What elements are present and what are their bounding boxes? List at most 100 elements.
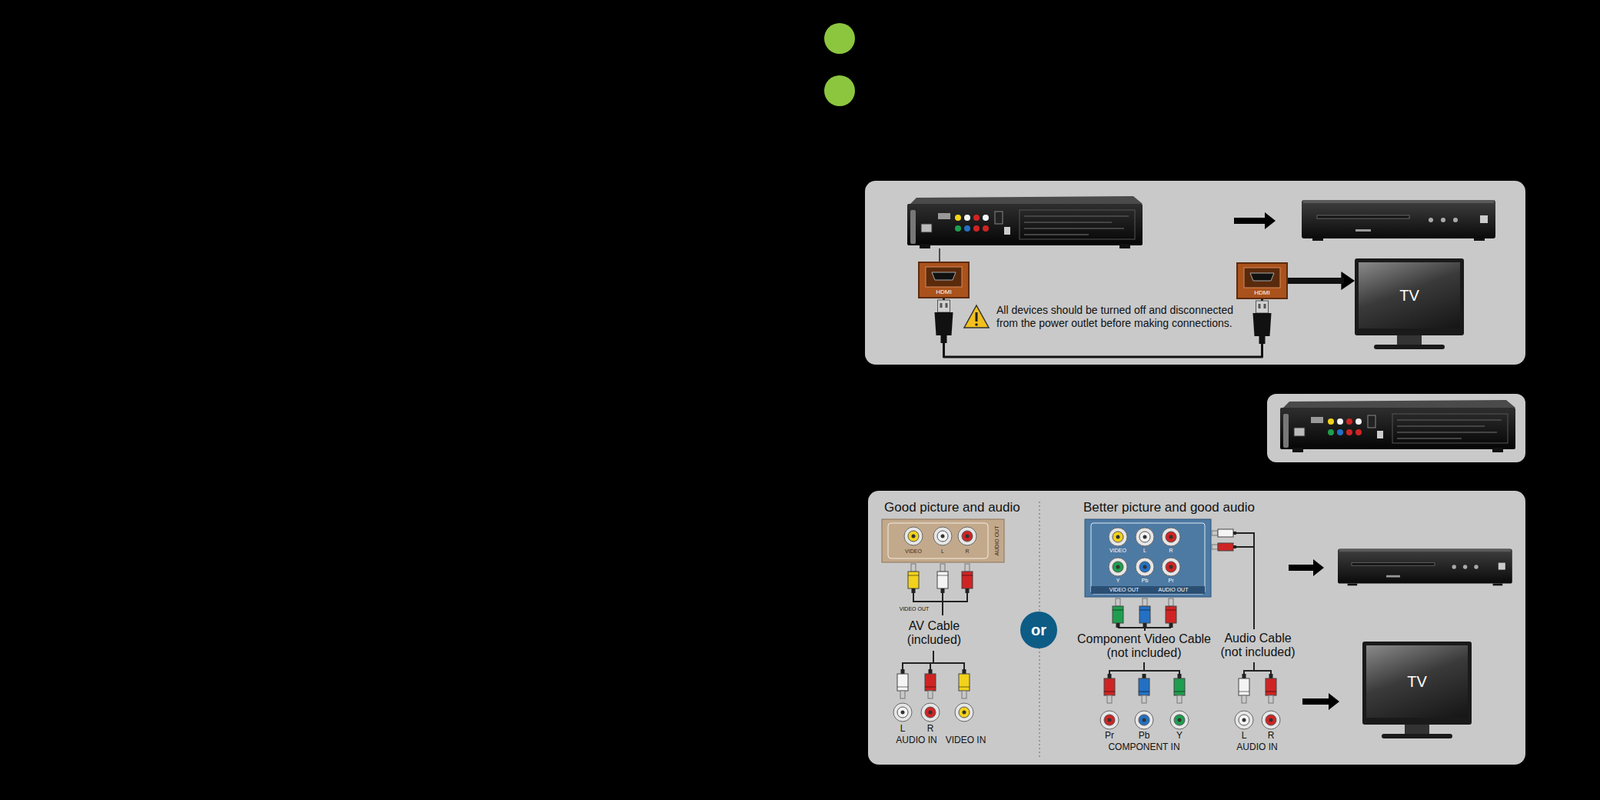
port-label: L xyxy=(1241,730,1248,741)
av-output-panel xyxy=(881,518,1005,563)
port-label: R xyxy=(1267,730,1275,741)
analog-panel xyxy=(924,668,936,699)
analog-panel xyxy=(1100,710,1119,729)
tv-stand xyxy=(1404,724,1430,734)
hdmi-port: HDMI xyxy=(918,261,970,299)
component-output-panel xyxy=(1161,557,1181,576)
warning-icon xyxy=(975,312,978,322)
analog-panel xyxy=(1134,710,1154,729)
caption-text: Component Video Cable (not included) xyxy=(1070,632,1218,660)
tv-stand xyxy=(1373,344,1445,350)
step-bullets xyxy=(824,23,855,54)
connection-panel: All devices should be turned off and dis… xyxy=(864,180,1526,365)
analog-panel xyxy=(1265,673,1277,703)
tv-stand xyxy=(1381,724,1453,739)
analog-panel xyxy=(1139,598,1151,628)
hdmi-plug xyxy=(1264,303,1267,309)
or-badge: or xyxy=(1020,611,1058,649)
analog-panel xyxy=(897,668,909,699)
analog-panel xyxy=(1211,542,1237,551)
port-label: R xyxy=(927,723,935,734)
av-output-panel xyxy=(958,526,977,546)
caption-text: AV Cable (included) xyxy=(898,618,970,647)
port-label: COMPONENT IN xyxy=(1107,741,1180,752)
or-label: or xyxy=(1031,621,1047,639)
audio-cable xyxy=(1236,532,1255,629)
connector-line xyxy=(944,298,1263,357)
analog-panel xyxy=(1238,673,1250,703)
port-label: Y xyxy=(1176,730,1183,741)
port-label: VIDEO IN xyxy=(945,735,987,746)
component-output-panel xyxy=(1135,527,1155,546)
caption-text: Audio Cable (not included) xyxy=(1214,631,1301,659)
arrow xyxy=(1288,558,1324,576)
analog-panel xyxy=(1104,673,1115,703)
arrow xyxy=(1302,692,1340,710)
hdmi-socket xyxy=(1244,267,1281,288)
audio-cable xyxy=(1244,661,1271,674)
hdmi-socket xyxy=(925,266,962,287)
analog-panel xyxy=(1170,710,1189,729)
connector-line xyxy=(1287,277,1344,284)
step-bullets xyxy=(824,75,855,107)
tv-stand xyxy=(1373,335,1445,350)
port-label: VIDEO xyxy=(1109,547,1127,554)
av-cable xyxy=(902,650,965,669)
port-label: Pb xyxy=(1141,577,1149,584)
analog-panel xyxy=(1165,598,1177,628)
warning-icon xyxy=(964,305,989,328)
hdmi-plug xyxy=(934,299,954,343)
hdmi-illustration xyxy=(938,248,941,263)
port-label: Y xyxy=(1116,577,1121,584)
caption-text: Better picture and good audio xyxy=(1083,499,1255,515)
port-label: Pr xyxy=(1104,730,1115,741)
receiver-panel xyxy=(1280,399,1516,453)
analog-panel xyxy=(868,490,1526,765)
analog-panel xyxy=(1261,710,1281,729)
warning-note: All devices should be turned off and dis… xyxy=(996,303,1239,330)
analog-panel xyxy=(958,668,970,699)
port-label: Pb xyxy=(1138,730,1151,741)
port-label: L xyxy=(1143,547,1147,554)
av-output-panel xyxy=(888,522,988,559)
tv-screen: TV xyxy=(1362,641,1472,725)
component-output-panel xyxy=(1161,527,1181,546)
hdmi-plug xyxy=(945,302,949,308)
analog-panel xyxy=(1112,598,1124,628)
analog-panel xyxy=(893,702,912,722)
analog-panel xyxy=(1211,528,1237,537)
port-label: AUDIO OUT xyxy=(994,525,1001,556)
receiver-panel xyxy=(1267,393,1526,463)
warning-icon xyxy=(964,305,989,328)
tv-label: TV xyxy=(1407,672,1428,691)
hdmi-plug xyxy=(1253,312,1272,336)
analog-panel xyxy=(1138,673,1150,703)
av-output-panel xyxy=(933,526,952,546)
analog-panel xyxy=(1174,673,1185,703)
port-label: R xyxy=(1168,547,1173,554)
hdmi-socket xyxy=(931,272,956,280)
analog-panel xyxy=(908,563,919,593)
step-bullets xyxy=(824,23,855,107)
arrow xyxy=(1234,212,1276,230)
port-label: VIDEO xyxy=(904,548,922,555)
component-output-panel xyxy=(1084,518,1211,597)
hdmi-plug xyxy=(934,312,954,336)
port-label: AUDIO IN xyxy=(895,735,937,746)
hdmi-plug xyxy=(1259,335,1266,344)
port-label: Pr xyxy=(1168,577,1175,584)
port-label: VIDEO OUT xyxy=(1109,586,1140,593)
component-output-panel xyxy=(1091,585,1205,594)
port-label: L xyxy=(900,723,906,734)
tv-stand xyxy=(1397,335,1422,345)
hdmi-plug xyxy=(940,302,943,308)
analog-panel xyxy=(961,563,973,593)
tv-stand xyxy=(1381,733,1453,739)
analog-panel xyxy=(868,490,1526,765)
tv-screen: TV xyxy=(1354,258,1464,336)
component-output-panel xyxy=(1108,557,1128,576)
hdmi-plug xyxy=(938,299,951,313)
component-output-panel xyxy=(1135,557,1155,576)
port-label: HDMI xyxy=(1237,289,1287,297)
